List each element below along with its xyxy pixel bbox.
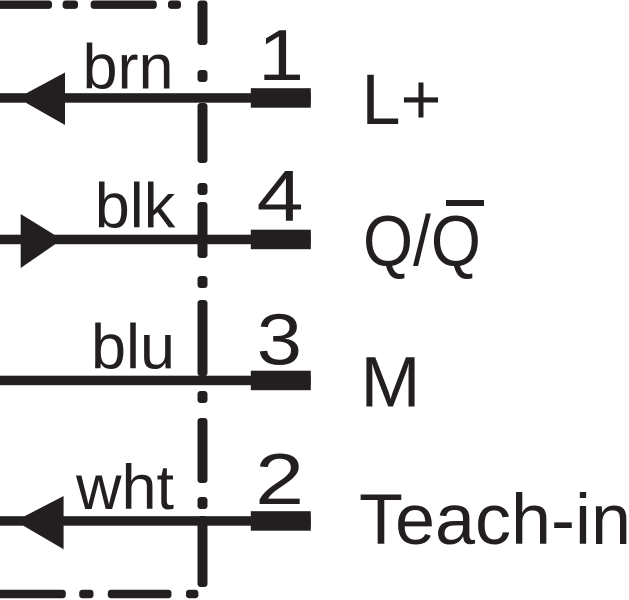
svg-text:Q/Q: Q/Q	[363, 203, 481, 282]
svg-text:brn: brn	[82, 32, 173, 102]
svg-text:2: 2	[255, 440, 304, 520]
svg-text:blu: blu	[91, 312, 175, 382]
svg-text:L+: L+	[362, 61, 442, 140]
svg-text:1: 1	[258, 16, 304, 96]
svg-text:4: 4	[257, 157, 304, 237]
svg-text:3: 3	[257, 300, 302, 380]
svg-text:wht: wht	[75, 453, 175, 523]
svg-text:Teach-in: Teach-in	[359, 481, 629, 560]
svg-text:M: M	[361, 343, 421, 422]
svg-text:blk: blk	[95, 171, 176, 241]
